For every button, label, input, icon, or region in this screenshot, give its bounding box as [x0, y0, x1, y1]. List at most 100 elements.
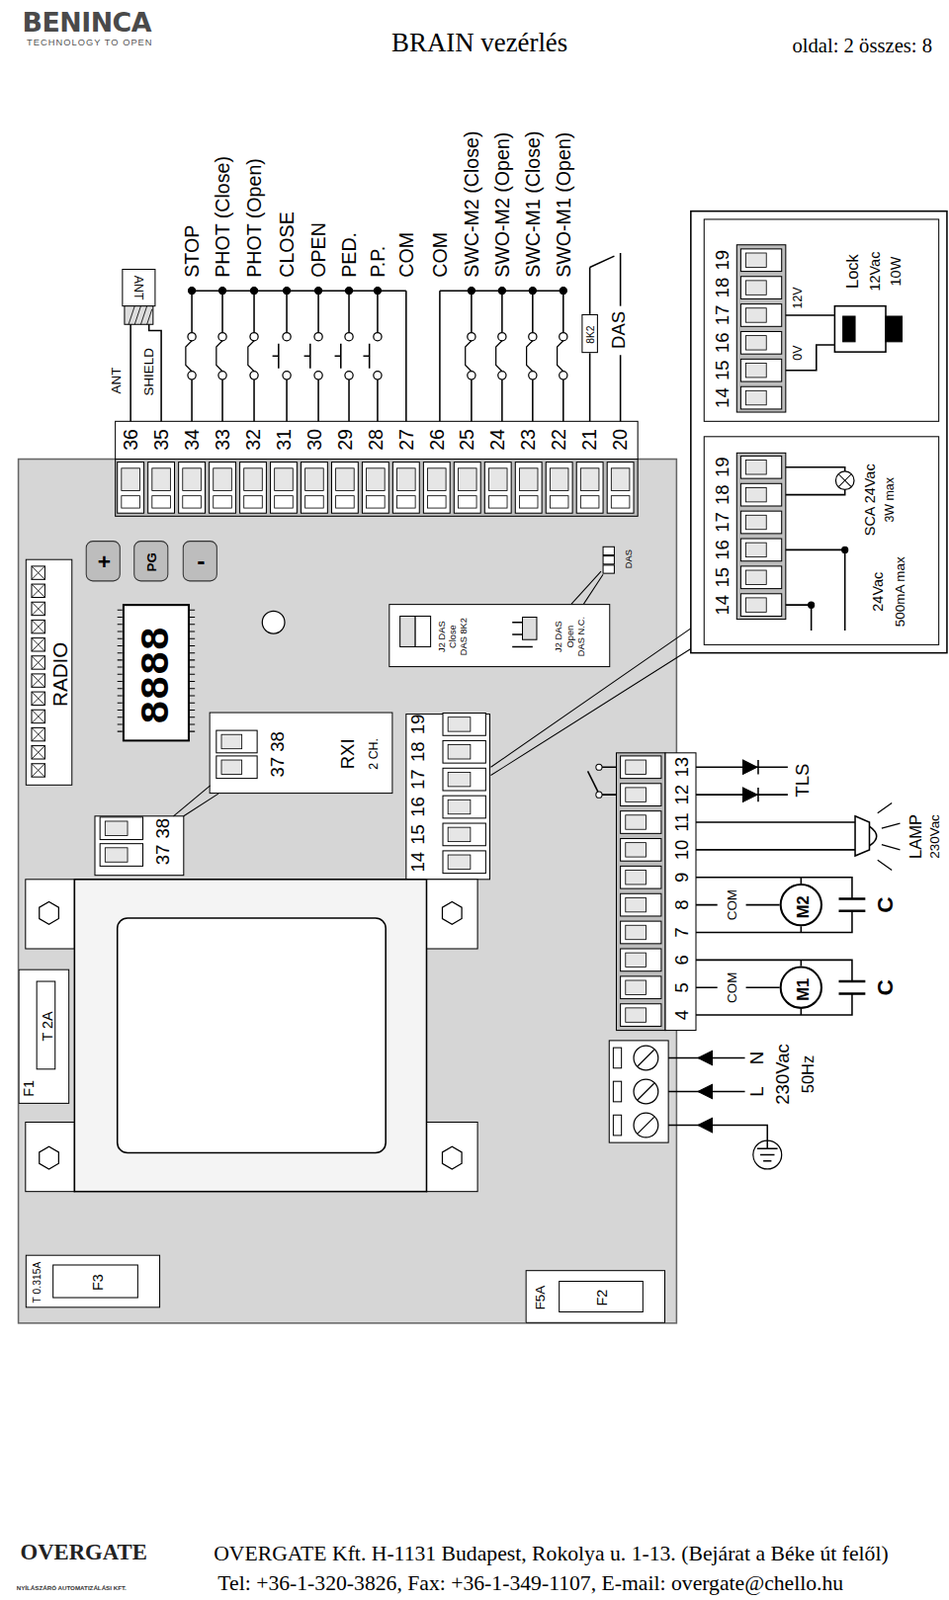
fuse-body [18, 969, 71, 1105]
terminal [620, 1004, 662, 1028]
signal-name: SWC-M2 (Close) [461, 131, 482, 278]
radio-pin [31, 584, 45, 598]
fuse: T 0.315AF3 [25, 1255, 161, 1309]
resistor-symbol: 8K2 [581, 314, 599, 353]
jumper-callout: J2 DASCloseDAS 8K2J2 DASOpenDAS N.C. [388, 603, 610, 668]
signal-name: P.P. [367, 246, 388, 278]
terminal-slot [305, 496, 325, 509]
radio-pin-cross [31, 584, 45, 598]
terminal [740, 594, 781, 617]
panel-section [703, 436, 939, 646]
terminal-number: 37 [154, 845, 173, 866]
terminal-block [406, 714, 491, 880]
terminal-slot [336, 496, 355, 509]
screw-slot [637, 1083, 655, 1101]
terminal-number: 20 [610, 429, 631, 451]
receiver-box-body [209, 712, 394, 795]
motor-symbol: M1 [779, 966, 823, 1010]
terminal-number: 21 [580, 429, 601, 451]
screw-slot [637, 1117, 655, 1134]
terminal-slot [213, 496, 233, 509]
terminal-slot [612, 1081, 621, 1103]
wire [619, 253, 622, 307]
radio-pin [31, 602, 45, 615]
terminal-number: 19 [713, 456, 733, 478]
node-text: F2 [595, 1290, 609, 1307]
voltage-label: 230Vac [773, 1043, 792, 1106]
radio-pin [31, 566, 45, 580]
wire [317, 379, 320, 422]
terminal [740, 538, 781, 562]
push-button: PG [133, 540, 169, 582]
transformer-tab [426, 879, 478, 949]
terminal-block [615, 753, 666, 1032]
terminal-screw [625, 843, 647, 858]
terminal [392, 462, 420, 515]
contact-terminal [282, 371, 291, 380]
lamp-globe [868, 826, 876, 847]
terminal-number: 27 [396, 429, 417, 451]
wire [317, 290, 320, 333]
terminal-number: 12 [672, 784, 691, 806]
jumper-pin [603, 546, 614, 555]
node-text: M2 [794, 895, 812, 919]
terminal-number: 34 [181, 429, 202, 451]
terminal-screw [625, 760, 647, 775]
terminal-screw [625, 980, 647, 995]
terminal-screw [625, 952, 647, 967]
radio-connector-body [25, 559, 73, 786]
terminal-screw [746, 308, 768, 323]
terminal-number: 14 [713, 387, 733, 409]
contact-terminal [282, 333, 291, 342]
terminal-screw [447, 855, 471, 869]
page-title: BRAIN vezérlés [391, 29, 568, 57]
jumper [522, 617, 537, 641]
contact-terminal [314, 333, 323, 342]
footer-contact: Tel: +36-1-320-3826, Fax: +36-1-349-1107… [217, 1572, 844, 1595]
terminal [620, 921, 662, 945]
terminal-number: 36 [120, 429, 141, 451]
capacitor-symbol [839, 898, 866, 911]
node-text: J2 DAS [554, 620, 564, 653]
terminal [484, 462, 512, 515]
contact-terminal [528, 371, 537, 380]
voltage-label: 24Vac [870, 572, 885, 612]
diode-bar [757, 787, 760, 802]
wire [589, 352, 592, 422]
terminal [148, 462, 175, 515]
terminal-screw [447, 799, 471, 814]
node-text: Open [565, 625, 575, 649]
terminal-number: 29 [335, 429, 355, 451]
terminal-block [736, 452, 786, 619]
terminal-screw [610, 468, 630, 492]
terminal-number: 30 [304, 429, 325, 451]
terminal-screw [336, 468, 355, 492]
mains-label: N [748, 1051, 768, 1065]
motor-symbol: M2 [779, 883, 823, 927]
terminal-number: 38 [267, 731, 287, 753]
terminal-number: 9 [672, 872, 691, 883]
fuse-body [525, 1270, 666, 1324]
radio-pin-cross [31, 674, 45, 688]
earth-symbol [753, 1140, 782, 1170]
terminal [740, 249, 781, 272]
radio-pin [31, 746, 45, 760]
terminal-screw [633, 1113, 659, 1138]
callout-leader [172, 785, 218, 817]
fuse-holder [36, 981, 56, 1070]
terminal [442, 713, 486, 737]
terminal-screw [746, 460, 768, 475]
receiver-box: RXI2 CH. [209, 712, 394, 795]
wire [785, 549, 846, 631]
transformer [74, 879, 427, 1193]
terminal-number: 8 [672, 899, 691, 910]
contact-terminal [218, 333, 227, 342]
terminal [545, 462, 573, 515]
voltage-label: 230Vac [928, 814, 942, 860]
signal-name: COM [396, 232, 417, 278]
wire [531, 290, 534, 333]
fuse: T 2AF1 [18, 969, 71, 1105]
wire [695, 877, 853, 900]
radio-pin [31, 727, 45, 741]
terminal-screw [746, 487, 768, 502]
